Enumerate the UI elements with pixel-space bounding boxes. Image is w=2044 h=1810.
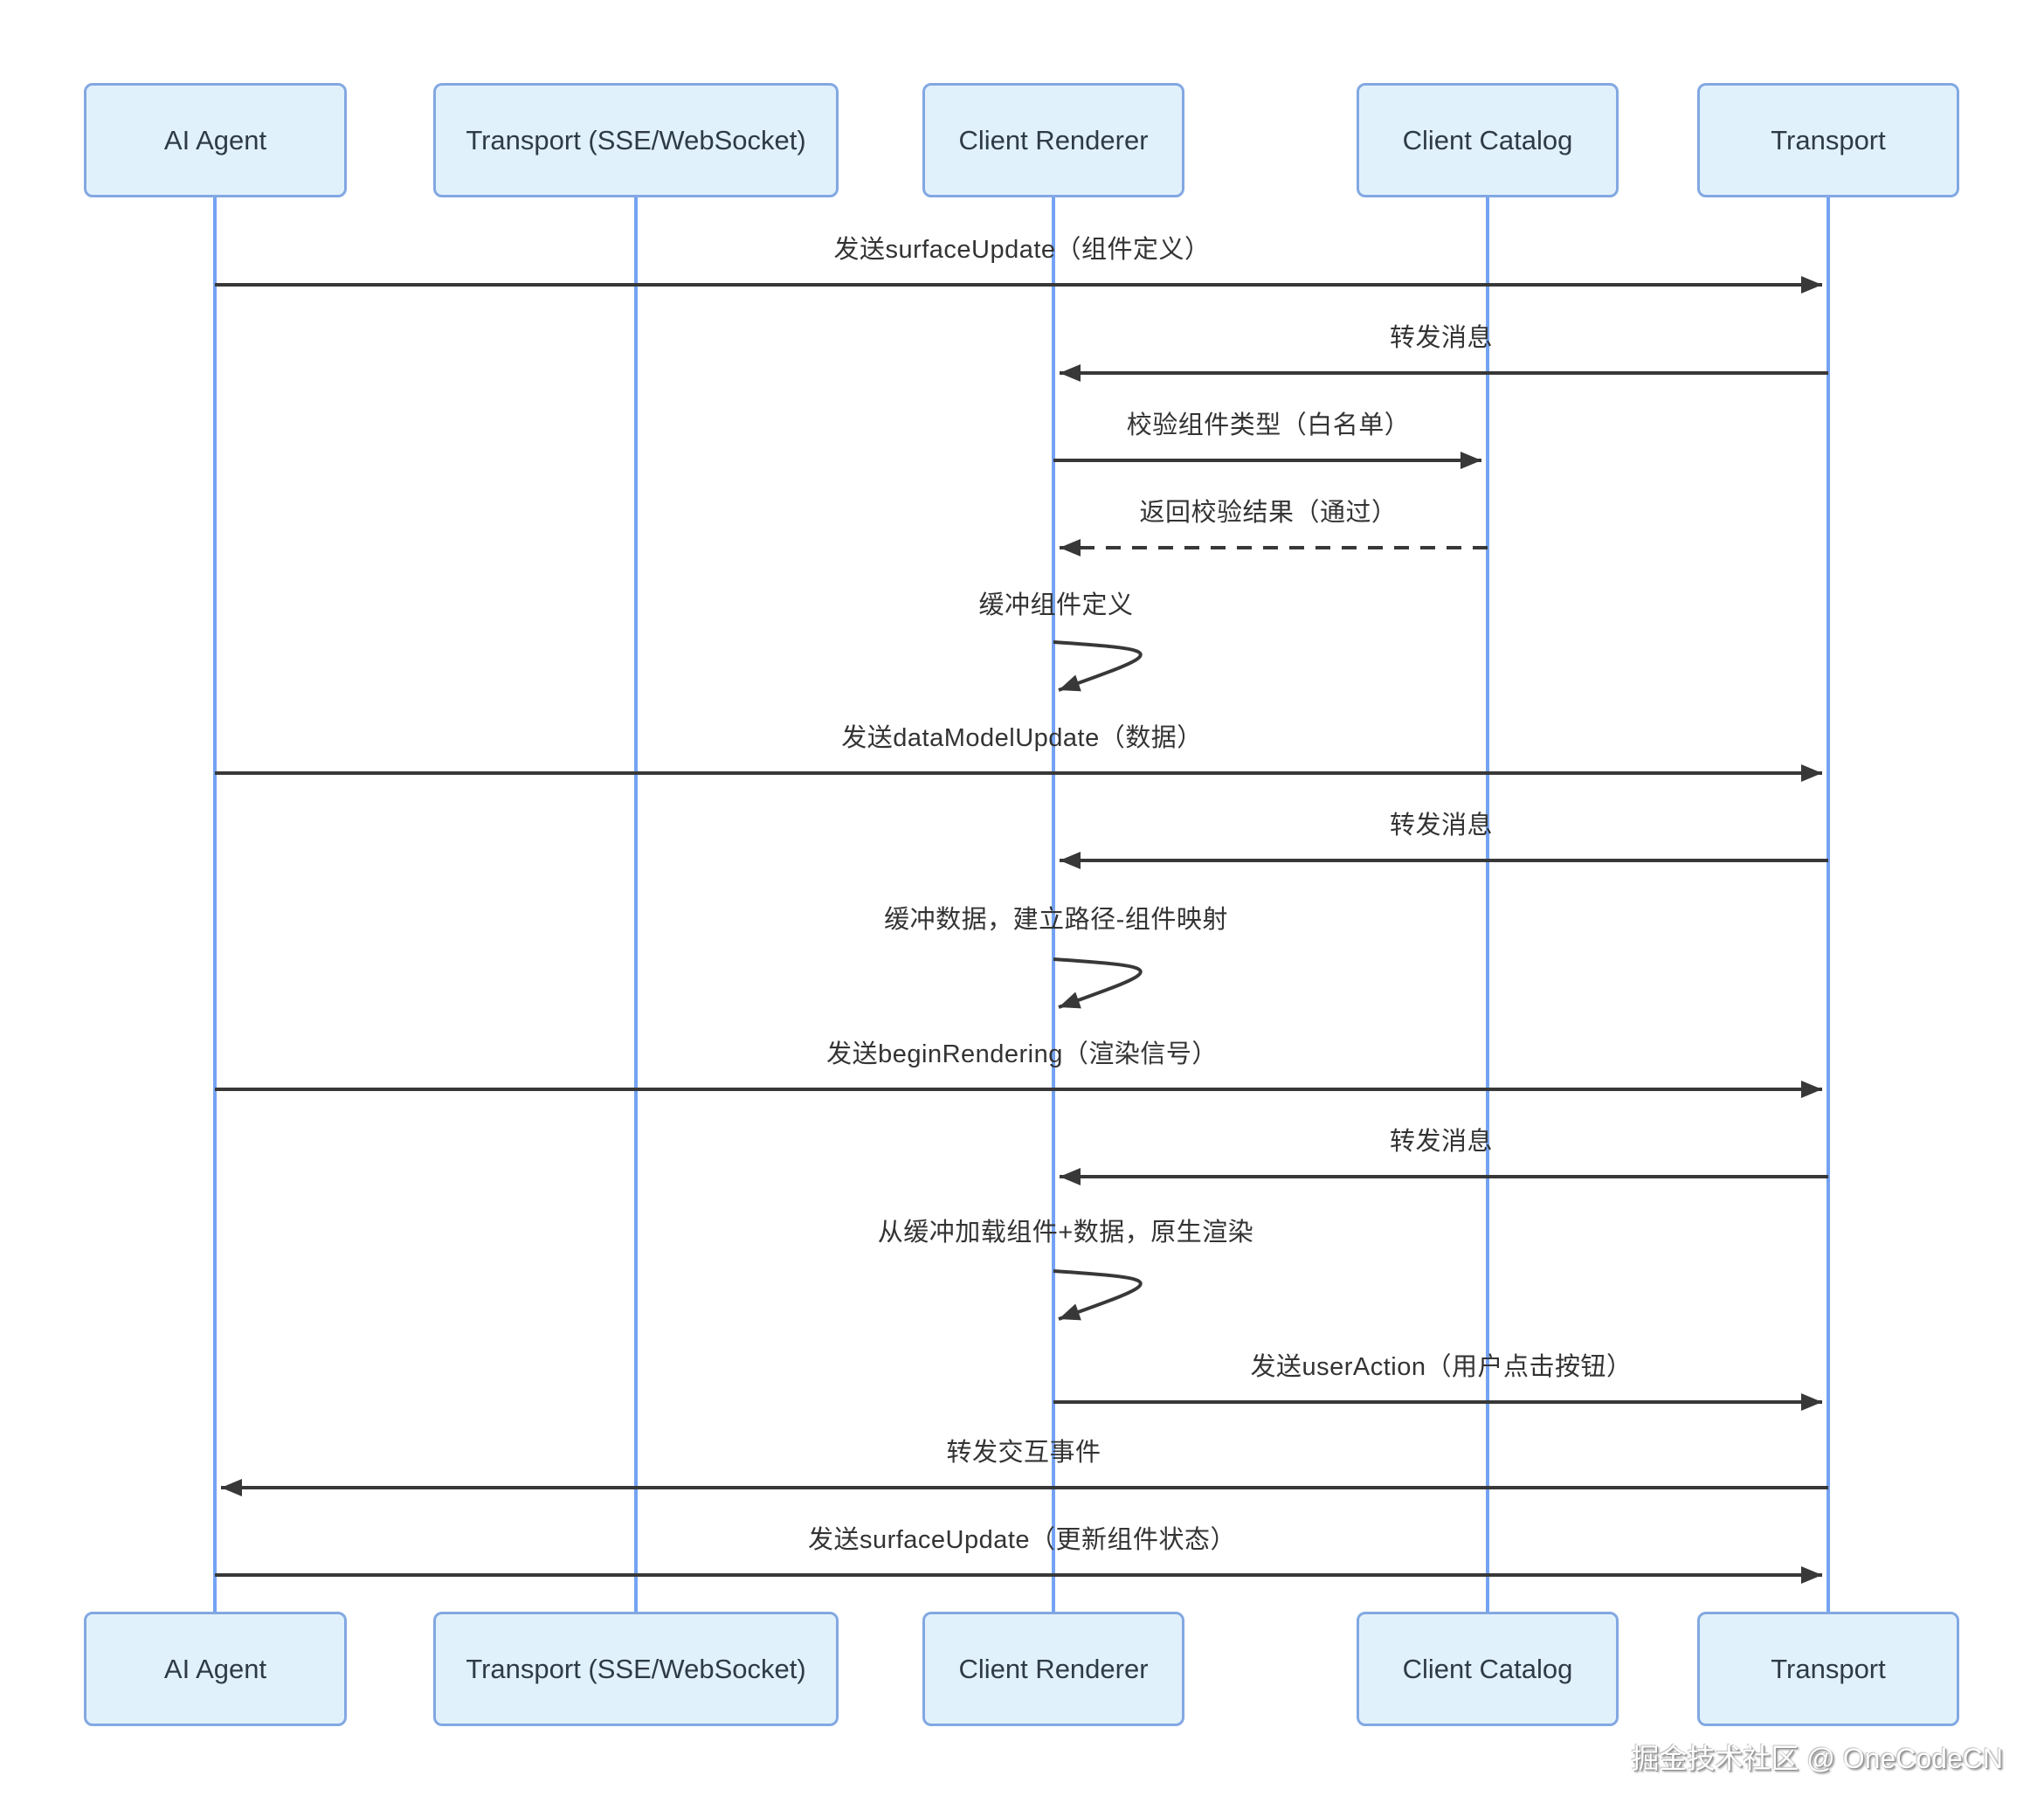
message-label-4: 返回校验结果（通过） [1139,499,1398,527]
participant-bottom-client-renderer: Client Renderer [922,1612,1184,1726]
participant-top-client-renderer: Client Renderer [922,83,1184,197]
message-label-10: 转发消息 [1389,1128,1494,1156]
message-label-14: 发送surfaceUpdate（更新组件状态） [807,1526,1237,1554]
participant-label: Transport (SSE/WebSocket) [466,1653,806,1684]
participant-top-transport-sse: Transport (SSE/WebSocket) [433,83,839,197]
participant-label: Client Catalog [1402,124,1573,155]
message-label-9: 发送beginRendering（渲染信号） [826,1040,1218,1068]
message-label-13: 转发交互事件 [946,1439,1101,1467]
participant-top-ai-agent: AI Agent [84,83,347,197]
participant-top-transport: Transport [1697,83,1959,197]
message-self-loop-3 [1053,1269,1143,1321]
participant-bottom-transport-sse: Transport (SSE/WebSocket) [433,1612,839,1726]
message-label-12: 发送userAction（用户点击按钮） [1250,1353,1633,1381]
message-label-5: 缓冲组件定义 [978,591,1134,619]
message-self-loop-2 [1053,957,1143,1009]
participant-bottom-ai-agent: AI Agent [84,1612,347,1726]
participant-bottom-transport: Transport [1697,1612,1959,1726]
message-self-loop-1 [1053,640,1143,692]
message-label-11: 从缓冲加载组件+数据，原生渲染 [877,1219,1254,1247]
participant-label: AI Agent [163,124,267,155]
message-label-6: 发送dataModelUpdate（数据） [841,724,1203,752]
participant-label: Client Catalog [1402,1653,1573,1684]
message-label-2: 转发消息 [1389,324,1494,352]
participant-bottom-client-catalog: Client Catalog [1357,1612,1619,1726]
message-label-3: 校验组件类型（白名单） [1126,411,1411,439]
message-label-8: 缓冲数据，建立路径-组件映射 [884,906,1228,934]
participant-label: AI Agent [163,1653,267,1684]
participant-label: Client Renderer [958,1653,1149,1684]
participant-top-client-catalog: Client Catalog [1357,83,1619,197]
participant-label: Transport [1771,1653,1886,1684]
message-label-1: 发送surfaceUpdate（组件定义） [833,236,1211,264]
message-label-7: 转发消息 [1389,812,1494,839]
participant-label: Transport [1771,124,1886,155]
participant-label: Client Renderer [958,124,1149,155]
watermark-text: 掘金技术社区 @ OneCodeCN [1631,1743,2003,1774]
participant-label: Transport (SSE/WebSocket) [466,124,806,155]
